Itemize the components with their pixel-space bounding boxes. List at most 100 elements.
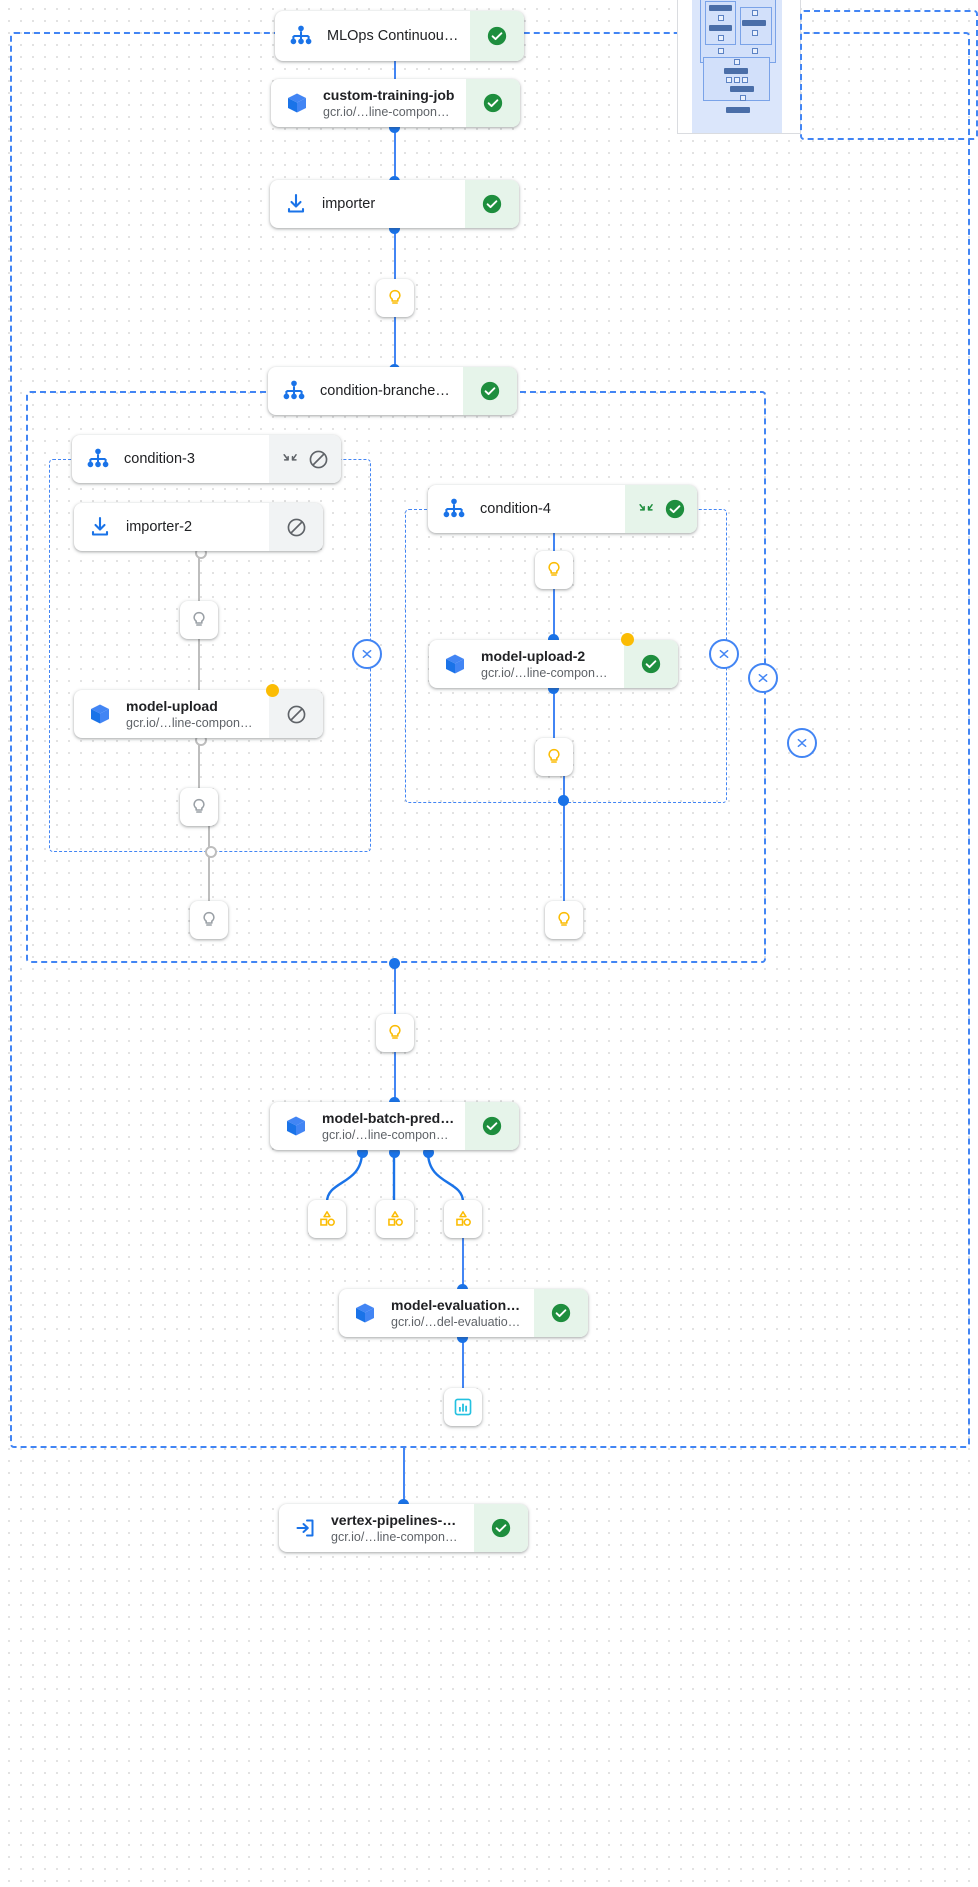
status-badge xyxy=(466,79,520,127)
chip-parameter[interactable] xyxy=(190,901,228,939)
minimap-node xyxy=(726,77,732,83)
edge-artifact-to-model-evaluation xyxy=(462,1238,465,1290)
parameter-bulb-icon xyxy=(548,748,560,763)
blocked-circle-icon xyxy=(287,705,305,723)
node-title: model-batch-predict xyxy=(322,1109,455,1126)
node-text: condition-branches-2 xyxy=(320,367,463,415)
check-circle-icon xyxy=(482,194,502,214)
edge-importer2-to-parameter xyxy=(198,551,201,606)
node-condition-branches-2[interactable]: condition-branches-2 xyxy=(268,367,517,415)
chip-parameter[interactable] xyxy=(535,738,573,776)
edge-dot xyxy=(205,846,217,858)
status-badge xyxy=(624,640,678,688)
check-circle-icon xyxy=(482,1116,502,1136)
status-badge xyxy=(470,11,524,61)
node-condition-3[interactable]: condition-3 xyxy=(72,435,341,483)
graph-minimap[interactable] xyxy=(677,0,801,134)
check-circle-icon xyxy=(483,93,503,113)
node-vertex-pipelines-notification[interactable]: vertex-pipelines-notificat… gcr.io/…line… xyxy=(279,1504,528,1552)
node-text: condition-4 xyxy=(480,485,625,533)
chip-parameter[interactable] xyxy=(545,901,583,939)
node-custom-training-job[interactable]: custom-training-job gcr.io/…line-compone… xyxy=(271,79,520,127)
node-title: custom-training-job xyxy=(323,86,455,103)
minimap-node xyxy=(709,5,732,11)
status-badge xyxy=(534,1289,588,1337)
node-subtitle: gcr.io/…line-components:2.6.0 xyxy=(126,715,259,730)
node-model-upload-2[interactable]: model-upload-2 gcr.io/…line-components:2… xyxy=(429,640,678,688)
minimap-node xyxy=(726,107,750,113)
node-text: importer-2 xyxy=(126,503,269,551)
node-condition-4[interactable]: condition-4 xyxy=(428,485,697,533)
branch-arrows-icon xyxy=(638,503,653,511)
edge-root-to-custom-training-job xyxy=(394,60,397,84)
node-root-pipeline[interactable]: MLOps Continuous Traini… xyxy=(275,11,524,61)
chip-metrics[interactable] xyxy=(444,1388,482,1426)
check-circle-icon xyxy=(491,1518,511,1538)
parameter-bulb-icon xyxy=(548,561,560,576)
minimap-viewport-outline xyxy=(800,10,978,140)
metrics-chart-icon xyxy=(454,1398,472,1416)
node-text: vertex-pipelines-notificat… gcr.io/…line… xyxy=(331,1504,474,1552)
collapse-icon xyxy=(719,649,729,659)
node-model-upload[interactable]: model-upload gcr.io/…line-components:2.6… xyxy=(74,690,323,738)
edge-parameter-out-of-condition-4 xyxy=(563,772,566,906)
exit-icon xyxy=(279,1504,331,1552)
minimap-node xyxy=(734,59,740,65)
chip-parameter[interactable] xyxy=(376,279,414,317)
node-importer-2[interactable]: importer-2 xyxy=(74,503,323,551)
status-badge xyxy=(269,503,323,551)
collapse-button-root-pipeline[interactable] xyxy=(787,728,817,758)
node-text: importer xyxy=(322,180,465,228)
node-text: custom-training-job gcr.io/…line-compone… xyxy=(323,79,466,127)
chip-parameter[interactable] xyxy=(535,551,573,589)
pipeline-icon xyxy=(275,11,327,61)
check-circle-icon xyxy=(641,654,661,674)
parameter-bulb-icon xyxy=(389,1024,401,1039)
import-icon xyxy=(270,180,322,228)
node-text: condition-3 xyxy=(124,435,269,483)
parameter-bulb-icon xyxy=(558,911,570,926)
minimap-node xyxy=(752,30,758,36)
node-title: condition-branches-2 xyxy=(320,382,453,399)
chip-artifact[interactable] xyxy=(308,1200,346,1238)
container-icon xyxy=(74,690,126,738)
status-badge xyxy=(474,1504,528,1552)
minimap-node xyxy=(730,86,754,92)
node-title: condition-3 xyxy=(124,450,195,467)
chip-parameter[interactable] xyxy=(180,601,218,639)
minimap-node xyxy=(718,15,724,21)
edge-condition4-to-parameter xyxy=(553,532,556,556)
pipeline-icon xyxy=(428,485,480,533)
chip-artifact[interactable] xyxy=(376,1200,414,1238)
node-model-batch-predict[interactable]: model-batch-predict gcr.io/…line-compone… xyxy=(270,1102,519,1150)
collapse-button-condition-branches-2[interactable] xyxy=(748,663,778,693)
status-badge xyxy=(465,1102,519,1150)
edge-dot xyxy=(389,223,400,234)
collapse-button-condition-3[interactable] xyxy=(352,639,382,669)
chip-parameter[interactable] xyxy=(376,1014,414,1052)
collapse-icon xyxy=(362,649,372,659)
node-importer[interactable]: importer xyxy=(270,180,519,228)
collapse-button-condition-4[interactable] xyxy=(709,639,739,669)
container-icon xyxy=(271,79,323,127)
node-model-evaluation-regression[interactable]: model-evaluation-regres… gcr.io/…del-eva… xyxy=(339,1289,588,1337)
container-icon xyxy=(339,1289,391,1337)
chip-artifact[interactable] xyxy=(444,1200,482,1238)
node-text: model-upload gcr.io/…line-components:2.6… xyxy=(126,690,269,738)
edge-model-upload-2-to-parameter xyxy=(553,688,556,743)
node-subtitle: gcr.io/…del-evaluation:v0.9.3 xyxy=(391,1314,524,1329)
node-title: importer xyxy=(322,195,376,212)
parameter-bulb-icon xyxy=(193,798,205,813)
check-circle-icon xyxy=(487,26,507,46)
pipeline-icon xyxy=(268,367,320,415)
node-text: MLOps Continuous Traini… xyxy=(327,11,470,61)
chip-parameter[interactable] xyxy=(180,788,218,826)
minimap-node xyxy=(752,48,758,54)
edge-dot xyxy=(558,795,569,806)
edge-model-evaluation-to-metrics xyxy=(462,1337,465,1389)
edge-dot xyxy=(357,1147,368,1158)
edge-dot xyxy=(548,683,559,694)
node-title: model-evaluation-regres… xyxy=(391,1296,524,1313)
edge-model-upload-to-parameter xyxy=(198,738,201,793)
